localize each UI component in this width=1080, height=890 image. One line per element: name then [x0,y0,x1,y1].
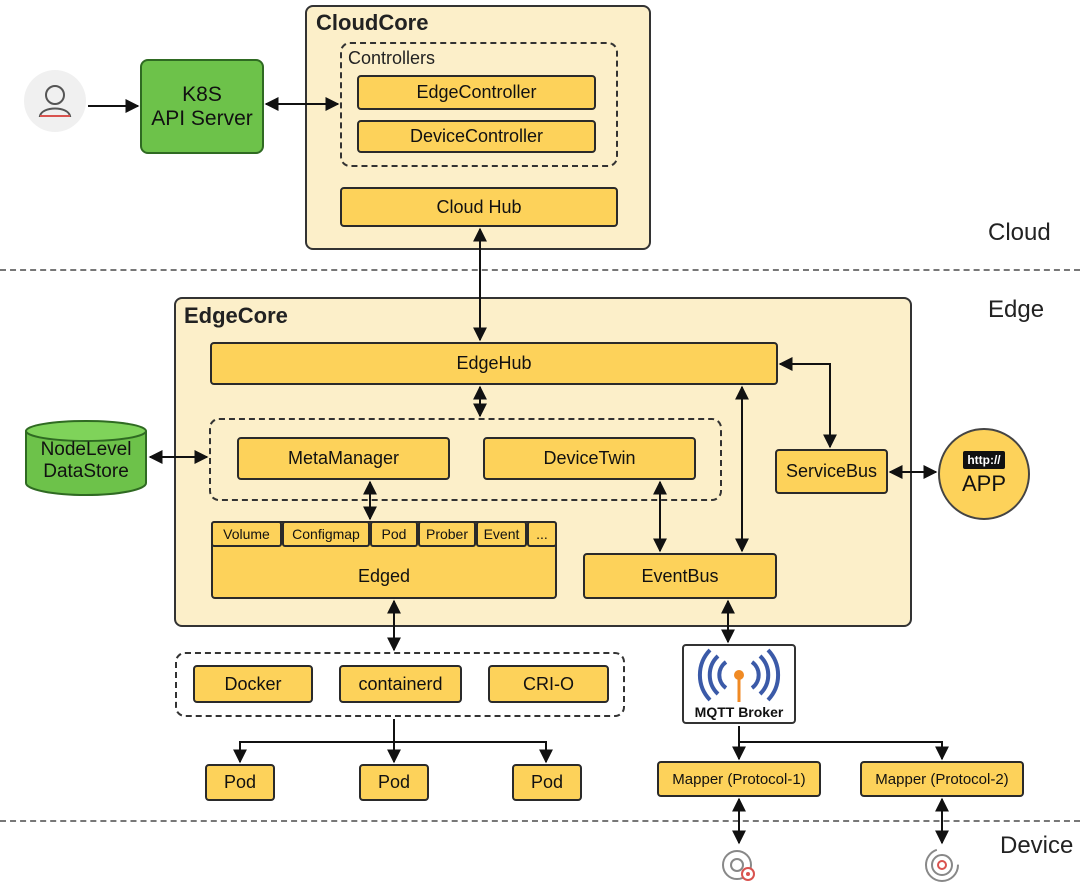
edge-hub-box: EdgeHub [210,342,778,385]
meta-manager-box: MetaManager [237,437,450,480]
edge-controller-box: EdgeController [357,75,596,110]
runtime-crio: CRI-O [488,665,609,703]
mqtt-broker-label: MQTT Broker [694,704,784,720]
edgecore-title: EdgeCore [184,303,288,328]
k8s-label: K8S [182,82,222,106]
pod-box-3: Pod [512,764,582,801]
cloudcore-title: CloudCore [316,10,429,35]
device-sensor-icon [719,845,759,885]
mqtt-broadcast-icon [697,648,781,702]
edged-label: Edged [357,566,411,586]
pod-box-2: Pod [359,764,429,801]
mqtt-mapper-branch [738,726,949,761]
app-circle: http:// APP [938,428,1030,520]
k8s-api-server-box: K8S API Server [140,59,264,154]
runtime-docker: Docker [193,665,313,703]
meta-twin-group [209,418,722,501]
zone-label-edge: Edge [988,296,1045,323]
zone-label-device: Device [1000,832,1074,859]
app-label: APP [961,471,1007,496]
pod-box-1: Pod [205,764,275,801]
edged-tab-prober: Prober [418,521,476,547]
device-target-icon [922,845,962,885]
user-icon [24,70,86,132]
api-server-label: API Server [151,106,253,130]
service-bus-box: ServiceBus [775,449,888,494]
edged-tab-more: ... [527,521,557,547]
zone-label-cloud: Cloud [988,219,1051,246]
cloud-edge-separator [0,269,1080,271]
mqtt-broker-box: MQTT Broker [682,644,796,724]
cloud-hub-box: Cloud Hub [340,187,618,227]
event-bus-box: EventBus [583,553,777,599]
datastore-label: NodeLevel DataStore [24,439,148,483]
edged-tab-configmap: Configmap [282,521,370,547]
datastore-label-line2: DataStore [43,461,129,482]
mapper-protocol-2: Mapper (Protocol-2) [860,761,1024,797]
controllers-label: Controllers [348,48,436,68]
controllers-group [340,42,618,167]
mapper-protocol-1: Mapper (Protocol-1) [657,761,821,797]
pod-branch [239,741,547,762]
device-twin-box: DeviceTwin [483,437,696,480]
device-controller-box: DeviceController [357,120,596,153]
edge-device-separator [0,820,1080,822]
edged-tab-pod: Pod [370,521,418,547]
datastore-label-line1: NodeLevel [40,439,132,460]
runtime-group [175,652,625,717]
runtime-containerd: containerd [339,665,462,703]
datastore-cylinder [24,419,148,497]
edged-tab-volume: Volume [211,521,282,547]
edged-tab-event: Event [476,521,527,547]
http-badge: http:// [963,451,1005,469]
